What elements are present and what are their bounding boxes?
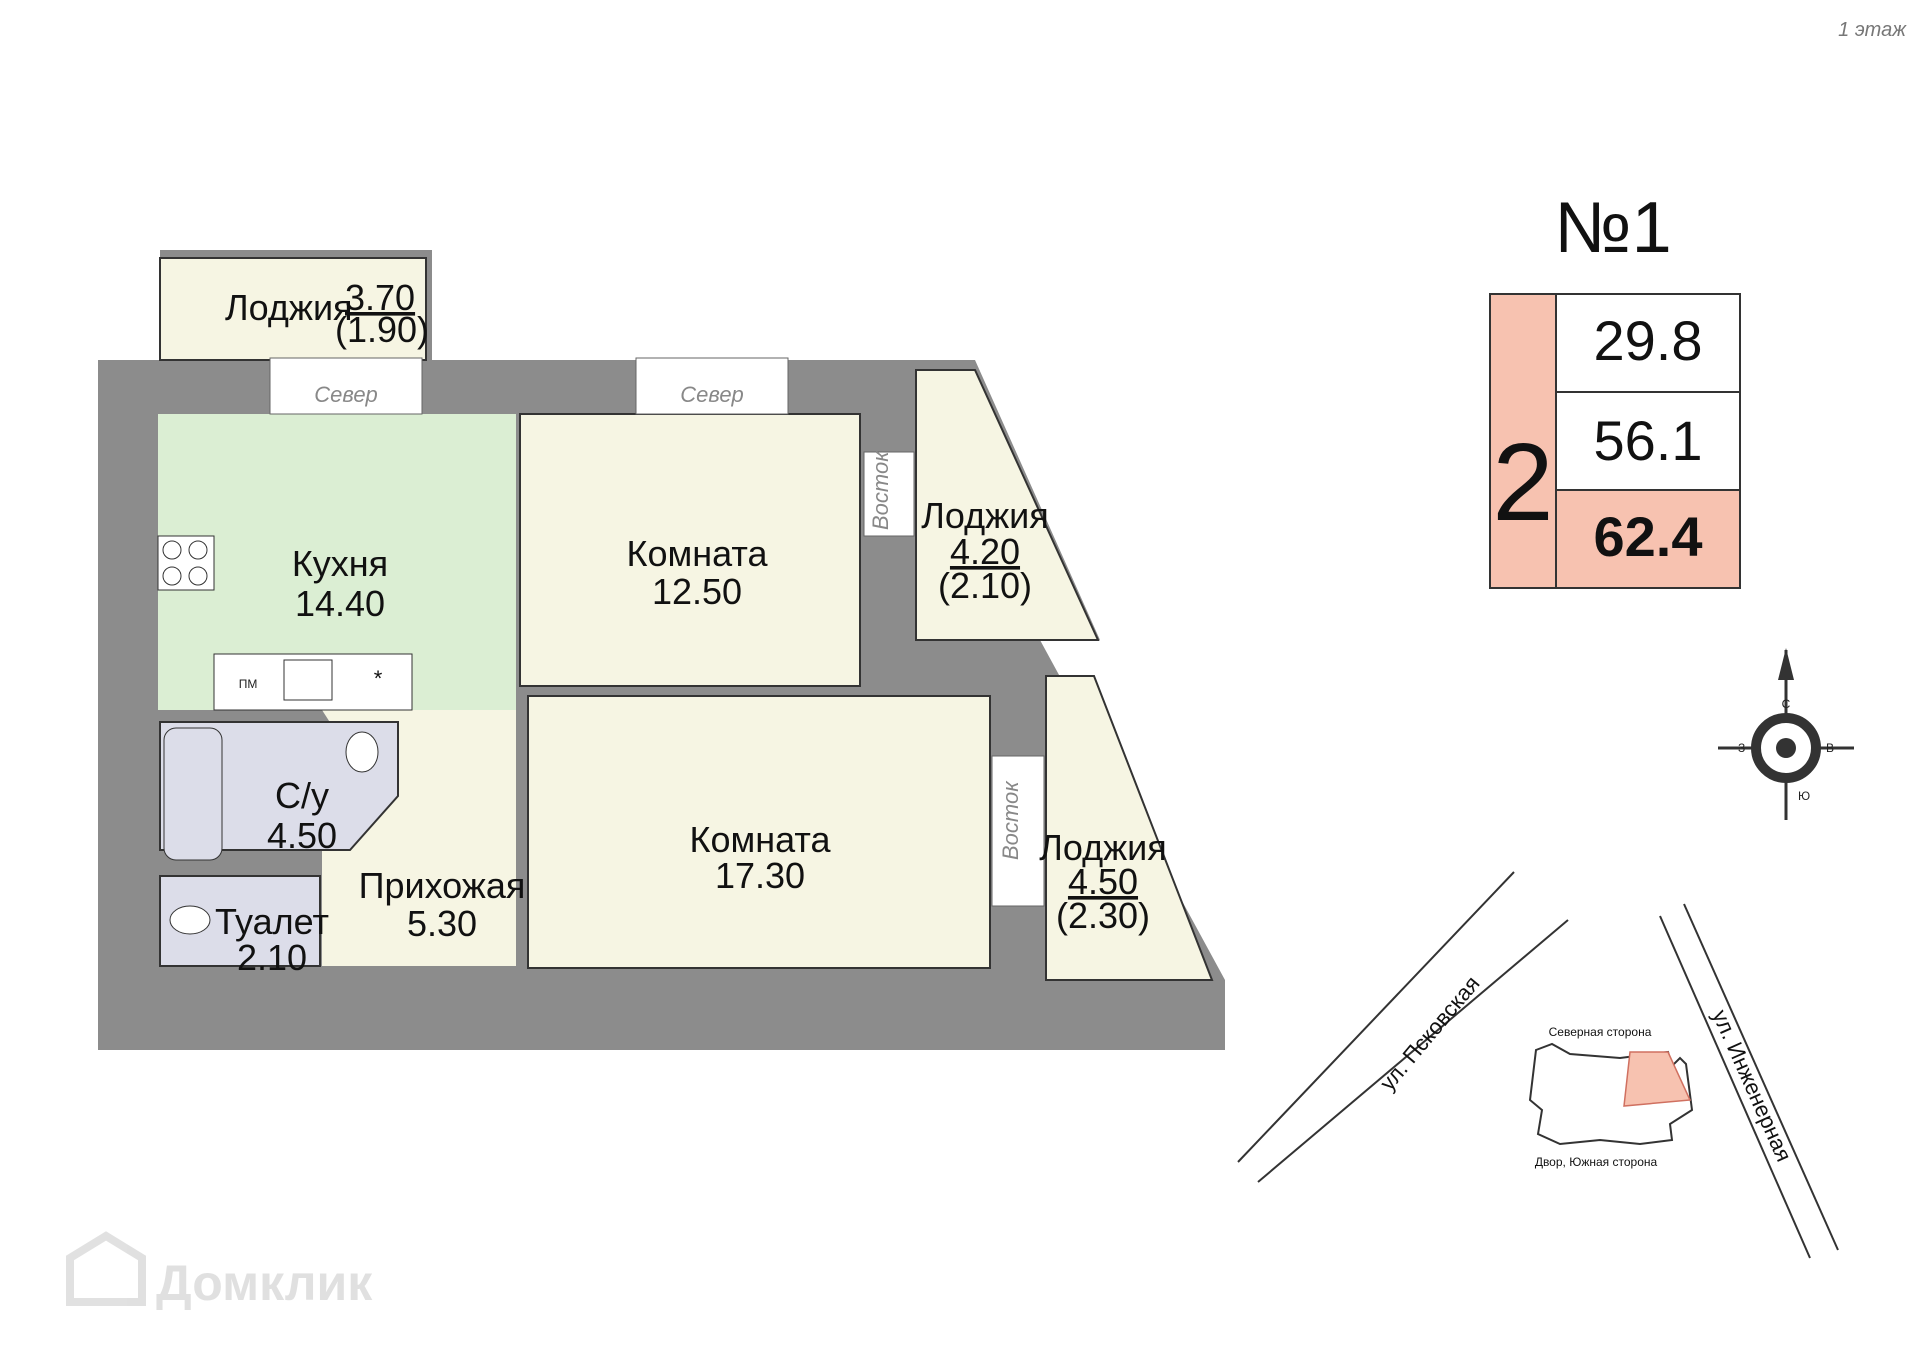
compass-w: З bbox=[1738, 741, 1745, 755]
street-line-4 bbox=[1683, 903, 1839, 1251]
rooms-badge bbox=[1489, 293, 1557, 589]
window-east-1-label: Восток bbox=[868, 450, 893, 530]
wc-icon-toilet bbox=[169, 905, 211, 935]
window-north-1-label: Север bbox=[314, 382, 378, 407]
loggia-east-2 bbox=[1045, 675, 1214, 981]
room2-area: 17.30 bbox=[715, 855, 805, 896]
loggia-east-1 bbox=[915, 369, 1100, 641]
kitchen-name: Кухня bbox=[292, 543, 388, 584]
window-east-2 bbox=[991, 755, 1045, 907]
total-area-cell bbox=[1555, 391, 1741, 491]
toilet-name: Туалет bbox=[215, 901, 329, 942]
hall-area: 5.30 bbox=[407, 903, 477, 944]
room1-area: 12.50 bbox=[652, 571, 742, 612]
apartment-highlight bbox=[1623, 1051, 1692, 1107]
apartment-info: №1 2 29.8 56.1 62.4 bbox=[1489, 188, 1741, 589]
street-inzhenernaya: ул. Инженерная bbox=[1707, 1006, 1796, 1165]
street-line-2 bbox=[1257, 919, 1569, 1183]
room-labels: Лоджия 3.70 (1.90) Кухня 14.40 Комната 1… bbox=[215, 277, 1167, 978]
kitchen-counter bbox=[213, 653, 413, 711]
room1-name: Комната bbox=[627, 533, 769, 574]
room-1 bbox=[519, 413, 861, 687]
loggia-top-name: Лоджия bbox=[225, 287, 353, 328]
watermark-text: Домклик bbox=[156, 1255, 373, 1311]
loggia-east2-reduced: (2.30) bbox=[1056, 895, 1150, 936]
loggia-east2-area: 4.50 bbox=[1068, 861, 1138, 902]
bathtub-icon bbox=[163, 727, 223, 861]
kitchen-area: 14.40 bbox=[295, 583, 385, 624]
wc-icon bbox=[345, 731, 379, 773]
room-2 bbox=[527, 695, 991, 969]
total-area: 56.1 bbox=[1594, 409, 1703, 472]
kitchen-star: * bbox=[374, 666, 383, 691]
window-north-2-label: Север bbox=[680, 382, 744, 407]
loggia-east1-reduced: (2.10) bbox=[938, 565, 1032, 606]
watermark: Домклик bbox=[66, 1231, 373, 1311]
loggia-top bbox=[159, 257, 427, 361]
room2-name: Комната bbox=[690, 819, 832, 860]
loggia-east2-name: Лоджия bbox=[1039, 827, 1167, 868]
bathroom-area: 4.50 bbox=[267, 815, 337, 856]
bathroom-name: С/у bbox=[275, 775, 329, 816]
window-north-1 bbox=[269, 357, 423, 415]
loggia-top-reduced: (1.90) bbox=[335, 309, 429, 350]
apartment-plan bbox=[98, 250, 1225, 1050]
street-line-1 bbox=[1237, 871, 1515, 1163]
floor-label: 1 этаж bbox=[1838, 19, 1907, 41]
hall-name: Прихожая bbox=[359, 865, 526, 906]
home-icon bbox=[66, 1231, 146, 1306]
loggia-area-cell bbox=[1555, 489, 1741, 589]
loggia-top-area: 3.70 bbox=[345, 277, 415, 318]
toilet-area: 2.10 bbox=[237, 937, 307, 978]
compass-icon: С Ю З В bbox=[1718, 648, 1854, 820]
compass-e: В bbox=[1826, 741, 1834, 755]
loggia-east1-area: 4.20 bbox=[950, 531, 1020, 572]
location-map: ул. Псковская ул. Инженерная Северная ст… bbox=[1237, 871, 1839, 1259]
dishwasher-label: ПМ bbox=[239, 677, 258, 691]
living-area: 29.8 bbox=[1594, 309, 1703, 372]
stove bbox=[157, 535, 215, 591]
south-side-label: Двор, Южная сторона bbox=[1535, 1155, 1658, 1169]
window-east-2-label: Восток bbox=[998, 780, 1023, 860]
compass-n: С bbox=[1782, 697, 1791, 711]
north-side-label: Северная сторона bbox=[1549, 1025, 1652, 1039]
street-line-3 bbox=[1659, 915, 1811, 1259]
rooms-count: 2 bbox=[1492, 421, 1553, 544]
window-north-2 bbox=[635, 357, 789, 415]
apartment-number: №1 bbox=[1554, 188, 1671, 268]
compass-s: Ю bbox=[1798, 789, 1810, 803]
sink-icon bbox=[283, 659, 333, 701]
total-with-loggias: 62.4 bbox=[1594, 505, 1703, 568]
street-pskovskaya: ул. Псковская bbox=[1375, 971, 1485, 1095]
window-east-1 bbox=[863, 451, 915, 537]
loggia-east1-name: Лоджия bbox=[921, 495, 1049, 536]
